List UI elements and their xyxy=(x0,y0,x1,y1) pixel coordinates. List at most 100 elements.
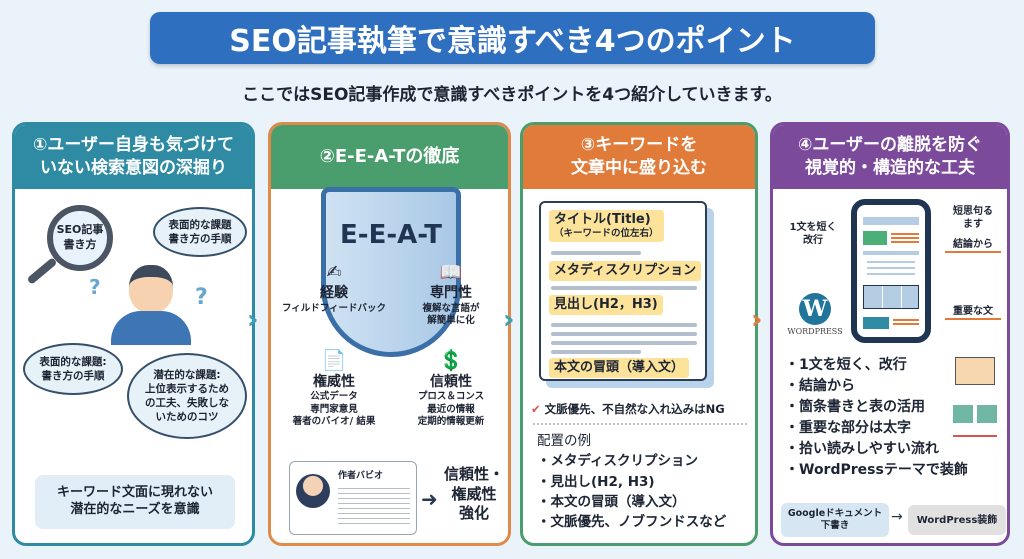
document-icon: タイトル(Title)（キーワードの位左右） メタディスクリプション 見出し(H… xyxy=(539,201,707,381)
chevron-right-icon: ›› xyxy=(503,305,519,335)
callout-line: ます xyxy=(963,219,983,230)
bubble-text: いためのコツ xyxy=(155,411,219,424)
item-line: 解簡単に化 xyxy=(427,314,475,326)
chevron-right-icon: ›› xyxy=(247,305,263,335)
callout-important: 重要な文 xyxy=(945,305,1001,320)
summary-line: キーワード文面に現れない xyxy=(56,485,213,501)
bubble-text: 表面的な課題: xyxy=(39,355,107,368)
chevron-right-icon: ›› xyxy=(751,305,767,335)
item-line: 専門家意見 xyxy=(310,403,358,415)
arrow-right-icon: ➜ xyxy=(421,487,438,511)
doc-title: タイトル(Title) xyxy=(554,212,651,227)
list-item: ・見出し(H2, H3) xyxy=(537,473,655,490)
callout-conclusion: 結論から xyxy=(945,238,1001,253)
examples-list: 配置の例 ・メタディスクリプション ・見出し(H2, H3) ・本文の冒頭（導入… xyxy=(537,431,726,532)
callout-short: 短思句る ます xyxy=(945,205,1001,231)
card-header: ③キーワードを 文章中に盛り込む xyxy=(523,125,755,189)
page-title: SEO記事執筆で意識すべき4つのポイント xyxy=(150,12,875,64)
bubble-text: 表面的な課題 xyxy=(168,218,232,231)
author-bio-card: 作者バビオ xyxy=(289,461,417,535)
thought-bubble-surface: 表面的な課題 書き方の手順 xyxy=(153,207,247,257)
wordpress-logo-text: WordPress xyxy=(787,327,843,336)
underline-icon xyxy=(953,435,997,437)
result-text: 信頼性・ 権威性 強化 xyxy=(439,465,508,524)
wordpress-logo: W WordPress xyxy=(785,293,845,336)
item-line: 定期的情報更新 xyxy=(417,415,485,427)
list-item: ・箇条書きと表の活用 xyxy=(785,399,925,415)
list-item: ・拾い読みしやすい流れ xyxy=(785,441,939,457)
item-line: 最近の情報 xyxy=(427,403,475,415)
callout-line: 1文を短く xyxy=(789,222,837,233)
card-header: ①ユーザー自身も気づけて いない検索意図の深掘り xyxy=(15,125,252,189)
flow-line: 下書き xyxy=(820,520,850,531)
list-item: ・本文の冒頭（導入文） xyxy=(537,493,686,510)
doc-meta-description: メタディスクリプション xyxy=(549,261,702,282)
card-visual-structure: ④ユーザーの離脱を防ぐ 視覚的・構造的な工夫 1文を短く 改行 短思句る ます … xyxy=(770,122,1010,546)
card-title-line: ④ユーザーの離脱を防ぐ xyxy=(797,135,983,156)
checklist-dollar-icon: 💲 xyxy=(438,348,464,372)
flow-google-docs: Googleドキュメント 下書き xyxy=(781,503,889,537)
card-title-line: いない検索意図の深掘り xyxy=(40,158,227,178)
list-item: ・WordPressテーマで装飾 xyxy=(785,462,968,478)
author-bio-title: 作者バビオ xyxy=(338,471,384,481)
card-eeat: ②E-E-A-Tの徹底 E-E-A-T ✍ 経験 フィルドフィードバック 📖 専… xyxy=(268,122,511,546)
item-line: フィルドフィードバック xyxy=(281,302,387,314)
confused-person-icon: ? ? xyxy=(89,265,208,345)
examples-title: 配置の例 xyxy=(537,433,591,449)
card-title-line: 視覚的・構造的な工夫 xyxy=(805,158,975,178)
person-writing-icon: ✍ xyxy=(326,262,342,283)
item-line: プロス＆コンス xyxy=(417,391,485,403)
bubble-text: の工夫、失敗しな xyxy=(145,397,229,409)
card-keywords: ③キーワードを 文章中に盛り込む タイトル(Title)（キーワードの位左右） … xyxy=(520,122,758,546)
item-line: 複解な言語が xyxy=(422,302,480,314)
search-text: 書き方 xyxy=(63,238,97,251)
author-avatar xyxy=(296,474,330,508)
shield-icon xyxy=(321,187,461,357)
card-title-line: 文章中に盛り込む xyxy=(571,158,707,178)
card-swap-icon xyxy=(955,357,995,385)
eeat-experience: ✍ 経験 フィルドフィードバック xyxy=(279,261,389,315)
eeat-expertise: 📖 専門性 複解な言語が 解簡単に化 xyxy=(397,261,505,327)
card-search-intent: ①ユーザー自身も気づけて いない検索意図の深掘り SEO記事 書き方 表面的な課… xyxy=(12,122,255,546)
item-head: 信頼性 xyxy=(430,374,472,390)
callout-line: 改行 xyxy=(803,235,823,246)
doc-intro: 本文の冒頭（導入文） xyxy=(549,358,690,379)
eeat-trust: 💲 信頼性 プロス＆コンス 最近の情報 定期的情報更新 xyxy=(397,347,505,428)
bio-text-lines xyxy=(338,484,410,528)
result-line: 権威性 xyxy=(451,484,497,503)
bubble-text: 書き方の手順 xyxy=(168,233,232,245)
arrow-right-icon: → xyxy=(891,509,903,525)
item-head: 経験 xyxy=(320,285,348,302)
shield-label: E-E-A-T xyxy=(340,220,442,250)
thought-bubble-latent-issue: 潜在的な課題: 上位表示するため の工夫、失敗しな いためのコツ xyxy=(127,353,247,439)
smartphone-icon xyxy=(851,199,931,343)
eeat-authority: 📄 権威性 公式データ 専門家意見 著者のバイオ/ 結果 xyxy=(279,347,389,428)
bubble-text: 書き方の手順 xyxy=(41,370,105,382)
item-line: 公式データ xyxy=(310,391,358,403)
doc-title-note: （キーワードの位左右） xyxy=(554,228,659,240)
callout-line: 短思句る xyxy=(953,206,993,217)
flow-line: Googleドキュメント xyxy=(787,507,883,519)
list-item: ・1文を短く、改行 xyxy=(785,357,907,373)
divider xyxy=(533,423,747,425)
card-summary: キーワード文面に現れない 潜在的なニーズを意識 xyxy=(35,475,235,529)
item-head: 権威性 xyxy=(313,374,355,390)
search-text: SEO記事 xyxy=(56,223,104,237)
item-head: 専門性 xyxy=(430,285,472,302)
result-line: 信頼性・ xyxy=(443,465,504,483)
magnifier-icon: SEO記事 書き方 xyxy=(25,205,145,295)
checkmark-icon: ✔ xyxy=(531,402,541,416)
flow-wordpress: WordPress装飾 xyxy=(908,505,1006,535)
card-header: ②E-E-A-Tの徹底 xyxy=(271,125,508,189)
doc-heading: 見出し(H2，H3) xyxy=(549,295,663,316)
callout-short-sentence: 1文を短く 改行 xyxy=(781,221,845,247)
open-book-icon: 📖 xyxy=(439,262,463,283)
certificate-icon: 📄 xyxy=(321,348,347,372)
card-title-line: ①ユーザー自身も気づけて xyxy=(32,135,235,156)
check-note: ✔ 文脈優先、不自然な入れ込みはNG xyxy=(531,401,725,417)
list-item: ・メタディスクリプション xyxy=(537,453,699,470)
card-title-line: ③キーワードを xyxy=(580,135,698,156)
bubble-text: 潜在的な課題: xyxy=(153,368,221,381)
summary-line: 潜在的なニーズを意識 xyxy=(70,502,200,517)
result-line: 強化 xyxy=(458,504,489,522)
